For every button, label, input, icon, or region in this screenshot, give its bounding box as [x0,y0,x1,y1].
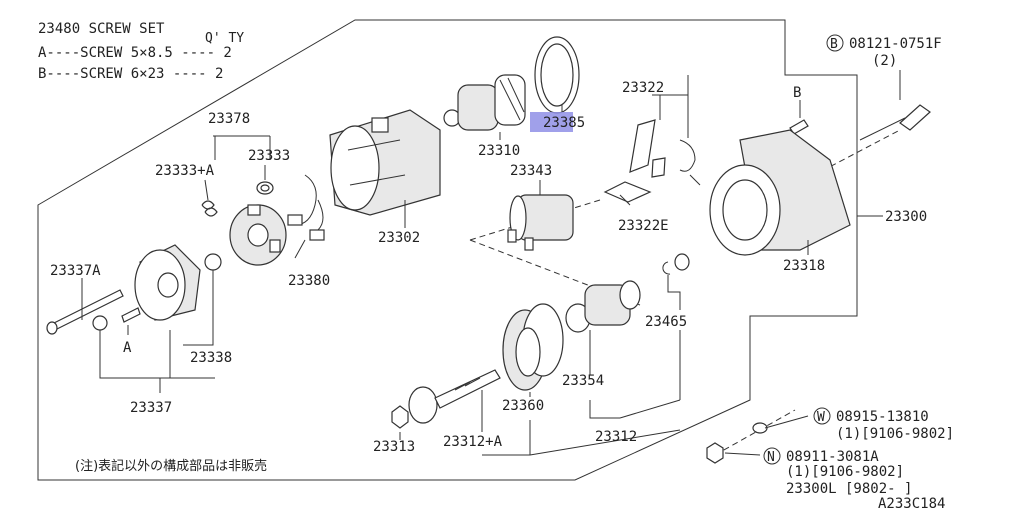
label-screw-a: A [123,340,132,356]
label-23378: 23378 [208,111,250,127]
circle-n-icon [763,447,781,465]
screw-set-line-b: B----SCREW 6×23 ---- 2 [38,66,223,82]
bolt-b-part-number: 08121-0751F [849,36,942,52]
assembly-frame [37,19,858,481]
label-23380: 23380 [288,273,330,289]
screw-set-title: 23480 SCREW SET [38,21,165,37]
shaft-23312-part[interactable] [408,369,501,424]
brush-holder-23378-part[interactable] [229,204,287,266]
label-23318: 23318 [783,258,825,274]
packing-23322-part[interactable] [603,119,666,203]
qty-header: Q' TY [205,31,244,46]
label-23354: 23354 [562,373,604,389]
label-23333: 23333 [248,148,290,164]
spring-23333-part[interactable] [256,181,274,195]
label-23312-a: 23312+A [443,434,503,450]
assembly-note: 23300L [9802- ] [786,481,912,497]
label-23310: 23310 [478,143,520,159]
brush-lead-23380-part[interactable] [287,174,325,241]
pinion-23354-part[interactable] [565,280,641,333]
cover-23337-part[interactable] [134,244,201,321]
nut-n-part[interactable] [706,442,724,464]
circle-w-icon [813,407,831,425]
highlight-23385 [530,112,573,132]
nut-23313-part[interactable] [391,405,409,429]
label-23313: 23313 [373,439,415,455]
clip-23322e-part[interactable] [679,139,701,186]
armature-23310-part[interactable] [443,74,526,131]
label-23322e: 23322E [618,218,669,234]
footnote: (注)表記以外の構成部品は非販売 [75,458,267,474]
screw-a-part[interactable] [121,307,141,323]
ring-23385-part[interactable] [534,36,580,114]
c-ring-23465-part[interactable] [662,253,690,275]
solenoid-23343-part[interactable] [507,194,574,251]
label-23337a: 23337A [50,263,101,279]
washer-w-part-number: 08915-13810 [836,409,929,425]
washer-w-part[interactable] [752,422,768,434]
label-23312: 23312 [595,429,637,445]
bolt-b-part[interactable] [789,104,931,141]
yoke-23302-part[interactable] [329,109,441,216]
bolt-b-qty: (2) [872,53,897,69]
circle-n-letter: N [767,450,775,465]
label-23360: 23360 [502,398,544,414]
label-23322: 23322 [622,80,664,96]
label-23343: 23343 [510,163,552,179]
clutch-23360-part[interactable] [502,303,564,391]
circle-w-letter: W [817,410,825,425]
label-23333-a: 23333+A [155,163,215,179]
axis-dashed-line-nut [714,409,796,456]
screw-set-line-a: A----SCREW 5×8.5 ---- 2 [38,45,232,61]
through-bolt-23337a-part[interactable] [46,289,124,335]
circle-b-letter: B [830,37,838,52]
axis-dashed-line-upper [469,199,601,241]
spring-23333-a-part[interactable] [201,200,218,217]
label-23385: 23385 [543,115,585,131]
leader-lines [81,70,901,456]
label-23338: 23338 [190,350,232,366]
label-23302: 23302 [378,230,420,246]
circle-b-icon [826,34,844,52]
nut-n-detail: (1)[9106-9802] [786,464,904,480]
label-23337: 23337 [130,400,172,416]
nut-n-part-number: 08911-3081A [786,449,879,465]
diagram-id: A233C184 [878,496,945,510]
label-23300: 23300 [885,209,927,225]
label-23465: 23465 [645,314,687,330]
washer-w-detail: (1)[9106-9802] [836,426,954,442]
housing-23318-part[interactable] [709,129,851,256]
bush-23338-part[interactable] [92,253,222,331]
label-screw-b: B [793,85,801,101]
